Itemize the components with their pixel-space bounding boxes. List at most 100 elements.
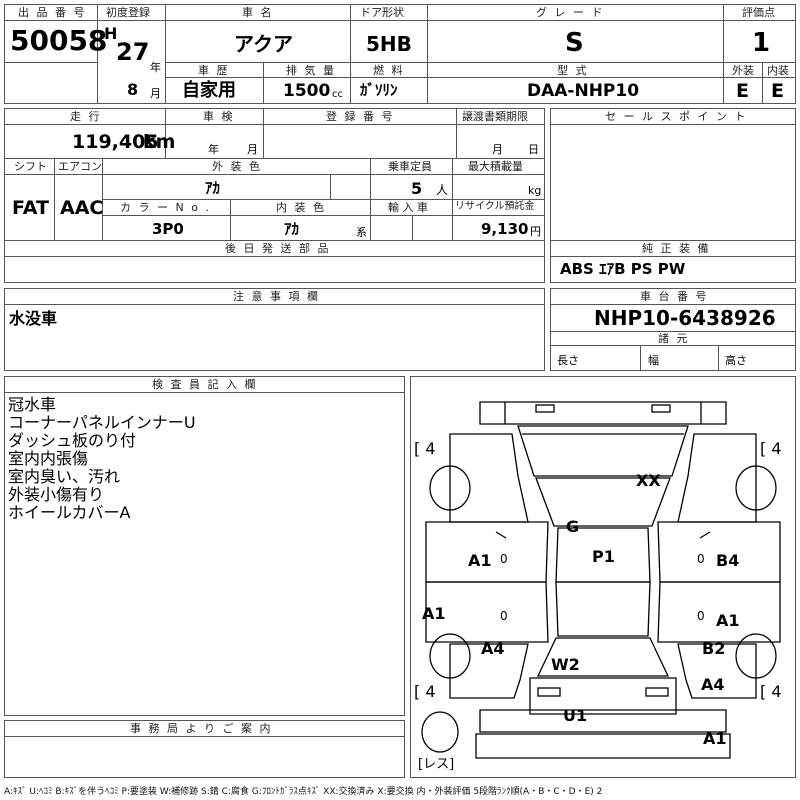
history-label: 車 歴 xyxy=(198,64,230,77)
transfer-day-unit: 日 xyxy=(528,143,539,156)
score: 1 xyxy=(752,28,771,58)
car-name: アクア xyxy=(234,32,293,56)
inspector-line: 室内内張傷 xyxy=(8,449,89,468)
max-load-label: 最大積載量 xyxy=(468,160,523,173)
later-parts-label: 後 日 発 送 部 品 xyxy=(225,242,331,255)
exterior-color-label: 外 装 色 xyxy=(212,160,262,173)
tire-tread-value: 4 xyxy=(771,682,782,701)
panel-zero-mark: 0 xyxy=(697,609,705,623)
damage-mark: A1 xyxy=(468,551,492,570)
chassis-box xyxy=(550,288,796,371)
inspection-month-unit: 月 xyxy=(247,143,258,156)
panel-zero-mark: 0 xyxy=(697,552,705,566)
inspector-label: 検 査 員 記 入 欄 xyxy=(152,378,258,391)
ac: AAC xyxy=(60,197,104,219)
inspector-line: 室内臭い、汚れ xyxy=(8,467,121,486)
exterior-color: ｱｶ xyxy=(205,179,221,197)
registration-year: 27 xyxy=(116,38,150,66)
height-label: 高さ xyxy=(725,354,747,367)
history: 自家用 xyxy=(182,80,236,101)
panel-zero-mark: 0 xyxy=(500,609,508,623)
mileage-label: 走 行 xyxy=(70,110,102,123)
damage-mark: A4 xyxy=(701,675,725,694)
damage-mark: XX xyxy=(636,471,661,490)
exterior-score: E xyxy=(736,80,749,102)
spare-tire-value: レス xyxy=(423,757,450,772)
score-label: 評価点 xyxy=(742,6,775,19)
damage-mark: A1 xyxy=(716,611,740,630)
capacity: 5 xyxy=(411,179,423,198)
chassis-number: NHP10-6438926 xyxy=(594,306,776,330)
registration-number-label: 登 録 番 号 xyxy=(326,110,395,123)
sales-points-label: セ ー ル ス ポ イ ン ト xyxy=(605,110,748,123)
inspector-line: ホイールカバーA xyxy=(8,503,131,522)
color-number: 3P0 xyxy=(152,220,184,238)
model-label: 型 式 xyxy=(557,64,589,77)
equipment-label: 純 正 装 備 xyxy=(642,242,711,255)
notes-label: 注 意 事 項 欄 xyxy=(233,290,320,303)
damage-mark: A4 xyxy=(481,639,505,658)
transfer-month-unit: 月 xyxy=(492,143,503,156)
tire-front-left: [ 4 xyxy=(414,439,436,458)
specs-label: 諸 元 xyxy=(658,332,690,345)
inspection-label: 車 検 xyxy=(203,110,235,123)
tire-tread-value: 4 xyxy=(771,439,782,458)
displacement-unit: cc xyxy=(332,89,343,100)
mileage-unit: km xyxy=(143,131,176,153)
capacity-unit: 人 xyxy=(436,183,449,197)
inspector-line: 冠水車 xyxy=(8,395,57,414)
damage-mark: B4 xyxy=(716,551,740,570)
door-label: ドア形状 xyxy=(360,6,404,19)
panel-zero-mark: 0 xyxy=(500,552,508,566)
sales-points-box xyxy=(550,108,796,283)
tire-rear-right: [ 4 xyxy=(760,682,782,701)
first-registration-label: 初度登録 xyxy=(106,6,150,19)
tire-tread-value: 4 xyxy=(425,439,436,458)
interior-color: ｱｶ xyxy=(284,220,300,238)
inspector-line: コーナーパネルインナーU xyxy=(8,413,196,432)
length-label: 長さ xyxy=(557,354,579,367)
header-table xyxy=(4,4,796,104)
exterior-score-label: 外装 xyxy=(732,64,754,77)
mileage: 119,405 xyxy=(72,131,159,153)
interior-score-label: 内装 xyxy=(767,64,789,77)
recycle-deposit: 9,130 xyxy=(481,220,529,238)
interior-score: E xyxy=(771,80,784,102)
office-box xyxy=(4,720,405,778)
displacement: 1500 xyxy=(283,81,331,101)
max-load-unit: kg xyxy=(528,184,542,197)
notes-box xyxy=(4,288,545,371)
grade: S xyxy=(565,28,584,58)
shift-label: シフト xyxy=(14,160,47,173)
recycle-unit: 円 xyxy=(530,225,541,238)
inspection-year-unit: 年 xyxy=(208,143,219,156)
equipment: ABS ｴｱB PS PW xyxy=(560,260,686,278)
ac-label: エアコン xyxy=(58,160,102,173)
shift: FAT xyxy=(12,197,49,219)
car-outline-diagram xyxy=(421,401,781,759)
damage-mark: P1 xyxy=(592,547,615,566)
era-letter: H xyxy=(104,24,118,43)
fuel-label: 燃 料 xyxy=(373,64,405,77)
fuel: ｶﾞｿﾘﾝ xyxy=(360,81,398,99)
month-unit: 月 xyxy=(150,87,161,100)
inspector-line: ダッシュ板のり付 xyxy=(8,431,137,450)
import-label: 輸 入 車 xyxy=(388,201,428,214)
spare-tire: [レス] xyxy=(418,757,455,772)
interior-color-unit: 系 xyxy=(356,226,367,239)
lot-number-label: 出 品 番 号 xyxy=(18,6,87,19)
model: DAA-NHP10 xyxy=(527,81,640,101)
car-name-label: 車 名 xyxy=(242,6,274,19)
damage-mark: G xyxy=(566,517,580,536)
interior-color-label: 内 装 色 xyxy=(276,201,326,214)
door-type: 5HB xyxy=(366,32,412,56)
damage-mark: U1 xyxy=(563,706,588,725)
displacement-label: 排 気 量 xyxy=(286,64,336,77)
damage-mark: W2 xyxy=(551,655,580,674)
damage-mark: B2 xyxy=(702,639,726,658)
tire-front-right: [ 4 xyxy=(760,439,782,458)
color-number-label: カ ラ ー N o . xyxy=(120,201,211,214)
damage-mark: A1 xyxy=(422,604,446,623)
capacity-label: 乗車定員 xyxy=(388,160,432,173)
notes-text: 水没車 xyxy=(9,309,58,328)
